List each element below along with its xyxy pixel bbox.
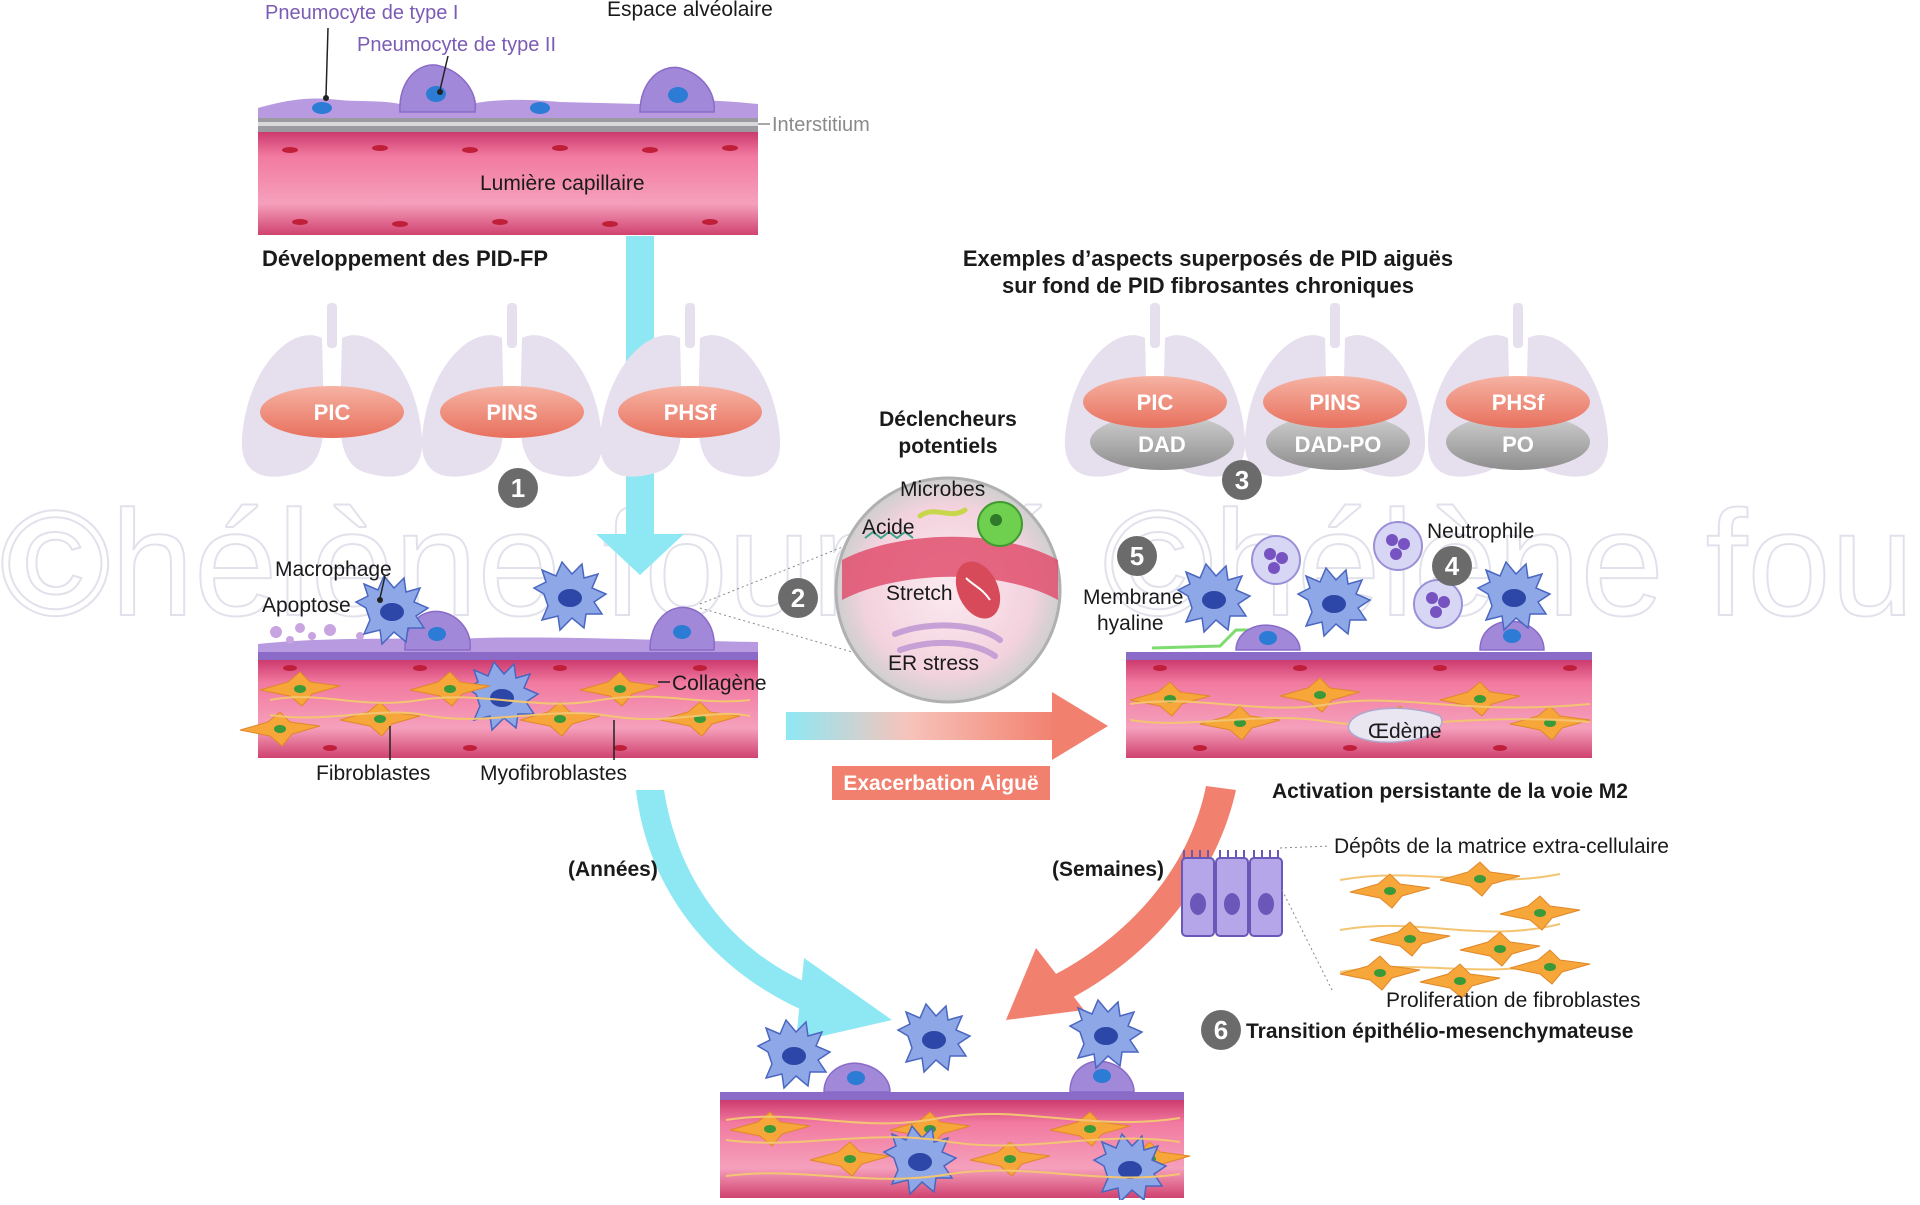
label-acide: Acide	[862, 516, 915, 539]
number-badge-1: 1	[498, 468, 538, 508]
svg-text:PO: PO	[1502, 432, 1534, 457]
label-pneumocyte-type1: Pneumocyte de type I	[265, 2, 458, 24]
label-interstitium: Interstitium	[772, 114, 870, 136]
label-declencheurs-line1: Déclencheurs	[879, 408, 1017, 431]
middle-left-tissue	[239, 561, 758, 760]
svg-text:2: 2	[791, 583, 805, 613]
label-activation: Activation persistante de la voie M2	[1272, 780, 1628, 803]
svg-text:PHSf: PHSf	[664, 400, 717, 425]
svg-text:PIC: PIC	[1137, 390, 1174, 415]
label-membrane-line2: hyaline	[1097, 612, 1164, 635]
svg-text:DAD-PO: DAD-PO	[1295, 432, 1382, 457]
middle-right-tissue	[1126, 521, 1592, 758]
label-neutrophile: Neutrophile	[1427, 520, 1534, 543]
label-collagene: Collagène	[672, 672, 767, 695]
pill-pic-right: PIC	[1083, 376, 1227, 428]
label-espace-alveolaire: Espace alvéolaire	[607, 0, 773, 21]
svg-text:PHSf: PHSf	[1492, 390, 1545, 415]
exacerbation-arrow	[786, 692, 1108, 760]
pill-pins-left: PINS	[440, 386, 584, 438]
label-microbes: Microbes	[900, 478, 985, 501]
number-badge-4: 4	[1432, 546, 1472, 586]
svg-text:3: 3	[1235, 465, 1249, 495]
svg-text:PINS: PINS	[1309, 390, 1360, 415]
pill-phsf-left: PHSf	[618, 386, 762, 438]
label-fibroblastes: Fibroblastes	[316, 762, 430, 785]
number-badge-5: 5	[1117, 536, 1157, 576]
exacerbation-label: Exacerbation Aiguë	[832, 766, 1050, 800]
label-myofibroblastes: Myofibroblastes	[480, 762, 627, 785]
label-apoptose: Apoptose	[262, 594, 351, 617]
pill-dad-po: DAD-PO	[1266, 414, 1410, 470]
fibroblast-proliferation	[1339, 861, 1591, 999]
label-membrane-line1: Membrane	[1083, 586, 1183, 609]
pill-pins-right: PINS	[1263, 376, 1407, 428]
svg-text:DAD: DAD	[1138, 432, 1186, 457]
label-oedeme: Œdème	[1368, 720, 1442, 743]
number-badge-2: 2	[778, 578, 818, 618]
svg-text:PINS: PINS	[486, 400, 537, 425]
pill-pic-left: PIC	[260, 386, 404, 438]
label-declencheurs-line2: potentiels	[898, 435, 997, 458]
pill-dad: DAD	[1090, 414, 1234, 470]
label-exemples-line1: Exemples d’aspects superposés de PID aig…	[963, 246, 1453, 271]
bottom-tissue	[720, 999, 1191, 1203]
svg-text:5: 5	[1130, 541, 1144, 571]
svg-text:Exacerbation Aiguë: Exacerbation Aiguë	[843, 772, 1038, 795]
label-stretch: Stretch	[886, 582, 953, 605]
pills-left: PIC PINS PHSf	[260, 386, 762, 438]
svg-text:4: 4	[1445, 551, 1460, 581]
label-depots: Dépôts de la matrice extra-cellulaire	[1334, 835, 1669, 858]
svg-text:6: 6	[1214, 1015, 1228, 1045]
label-pneumocyte-type2: Pneumocyte de type II	[357, 34, 556, 56]
label-proliferation: Proliferation de fibroblastes	[1386, 989, 1640, 1012]
pill-phsf-right: PHSf	[1446, 376, 1590, 428]
pill-po: PO	[1446, 414, 1590, 470]
epithelial-cells	[1181, 845, 1333, 991]
cyan-arrow-curved	[636, 790, 892, 1042]
svg-text:PIC: PIC	[314, 400, 351, 425]
salmon-arrow-curved	[1006, 786, 1236, 1020]
label-exemples-line2: sur fond de PID fibrosantes chroniques	[1002, 273, 1414, 298]
label-er-stress: ER stress	[888, 652, 979, 675]
label-semaines: (Semaines)	[1052, 858, 1164, 881]
label-lumiere-capillaire: Lumière capillaire	[480, 172, 645, 195]
label-developpement: Développement des PID-FP	[262, 246, 548, 271]
triggers-circle	[699, 476, 1062, 704]
label-transition: Transition épithélio-mesenchymateuse	[1246, 1020, 1633, 1043]
label-annees: (Années)	[568, 858, 658, 881]
number-badge-3: 3	[1222, 460, 1262, 500]
number-badge-6: 6	[1201, 1010, 1241, 1050]
label-macrophage: Macrophage	[275, 558, 392, 581]
pills-right: DAD PIC DAD-PO PINS PO PHSf	[1083, 376, 1590, 470]
top-tissue	[258, 27, 770, 235]
svg-text:1: 1	[511, 473, 525, 503]
